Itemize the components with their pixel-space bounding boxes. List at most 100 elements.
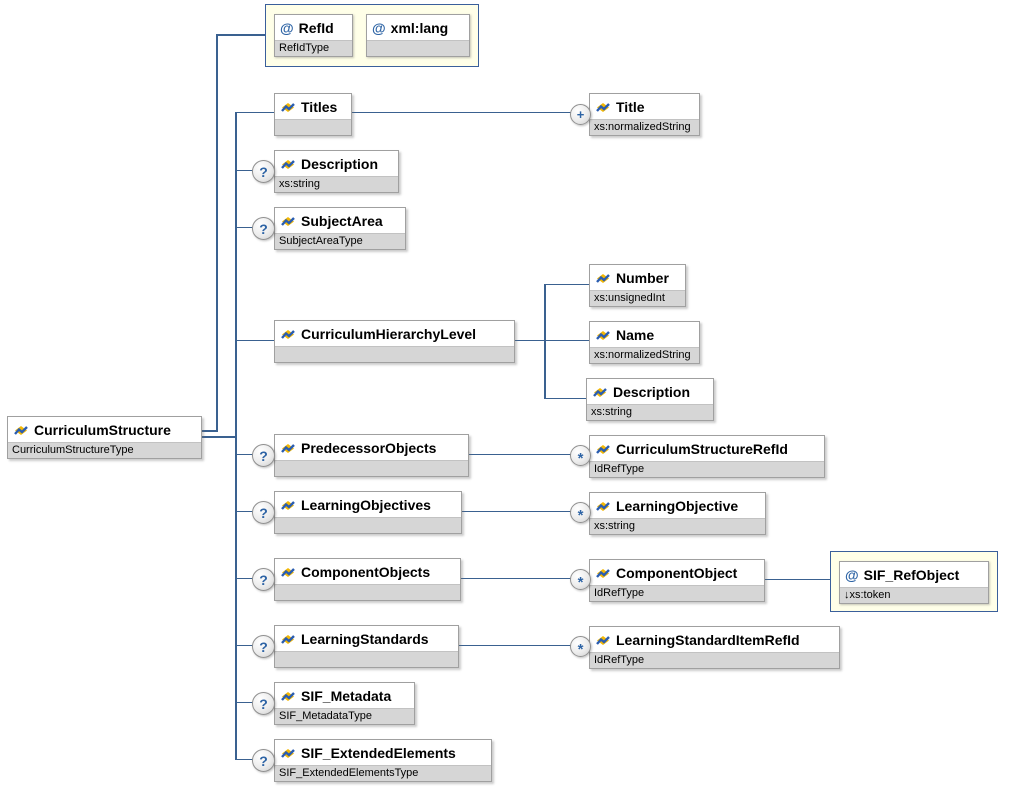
node-name[interactable]: Name xs:normalizedString: [589, 321, 700, 364]
element-icon: [280, 690, 296, 702]
node-type: xs:unsignedInt: [590, 290, 685, 306]
node-curriculumstructurerefid[interactable]: CurriculumStructureRefId IdRefType: [589, 435, 825, 478]
node-label: xml:lang: [390, 19, 449, 36]
connector: [513, 340, 545, 341]
element-icon: [280, 442, 296, 454]
connector: [457, 645, 571, 646]
connector: [460, 511, 571, 512]
element-icon: [595, 101, 611, 113]
node-titles[interactable]: Titles: [274, 93, 352, 136]
optional-indicator-predecessorobjects: ?: [252, 444, 275, 467]
connector: [237, 702, 253, 703]
node-type: xs:normalizedString: [590, 347, 699, 363]
node-label: SIF_Metadata: [301, 687, 392, 704]
node-type: SubjectAreaType: [275, 233, 405, 249]
repeat-indicator-learningobjective: *: [570, 502, 591, 524]
node-hierarchy-description[interactable]: Description xs:string: [586, 378, 714, 421]
connector: [546, 284, 589, 285]
node-curriculumhierarchylevel[interactable]: CurriculumHierarchyLevel: [274, 320, 515, 363]
attribute-icon: @: [845, 566, 859, 583]
node-label: RefId: [298, 19, 334, 36]
node-number[interactable]: Number xs:unsignedInt: [589, 264, 686, 307]
optional-indicator-sifextendedelements: ?: [252, 749, 275, 772]
connector: [237, 340, 275, 341]
connector: [546, 340, 589, 341]
element-icon: [280, 101, 296, 113]
node-description[interactable]: Description xs:string: [274, 150, 399, 193]
node-label: Description: [301, 155, 379, 172]
node-label: Name: [616, 326, 655, 343]
element-icon: [280, 328, 296, 340]
connector: [350, 112, 571, 113]
node-type: xs:string: [587, 404, 713, 420]
element-icon: [13, 424, 29, 436]
node-sifextendedelements[interactable]: SIF_ExtendedElements SIF_ExtendedElement…: [274, 739, 492, 782]
node-label: SIF_ExtendedElements: [301, 744, 456, 761]
element-icon: [595, 272, 611, 284]
connector: [200, 430, 218, 432]
node-type: IdRefType: [590, 585, 764, 601]
optional-indicator-learningstandards: ?: [252, 635, 275, 658]
node-predecessorobjects[interactable]: PredecessorObjects: [274, 434, 469, 477]
connector: [237, 578, 253, 579]
connector: [216, 34, 266, 36]
node-label: CurriculumStructureRefId: [616, 440, 788, 457]
node-type: [275, 584, 460, 600]
connector: [544, 284, 546, 399]
node-subjectarea[interactable]: SubjectArea SubjectAreaType: [274, 207, 406, 250]
node-learningstandards[interactable]: LearningStandards: [274, 625, 459, 668]
node-type: [275, 346, 514, 362]
node-componentobjects[interactable]: ComponentObjects: [274, 558, 461, 601]
node-sifmetadata[interactable]: SIF_Metadata SIF_MetadataType: [274, 682, 415, 725]
node-label: ComponentObject: [616, 564, 738, 581]
node-label: Number: [616, 269, 669, 286]
node-type: CurriculumStructureType: [8, 442, 201, 458]
connector: [763, 579, 830, 580]
connector: [237, 454, 253, 455]
expand-indicator-title[interactable]: +: [570, 104, 591, 125]
node-type: [367, 40, 469, 56]
element-icon: [595, 567, 611, 579]
node-type: IdRefType: [590, 652, 839, 668]
repeat-indicator-componentobject: *: [570, 569, 591, 591]
node-type: [275, 517, 461, 533]
node-learningobjectives[interactable]: LearningObjectives: [274, 491, 462, 534]
node-label: ComponentObjects: [301, 563, 431, 580]
node-refid-attribute[interactable]: @ RefId RefIdType: [274, 14, 353, 57]
node-label: SubjectArea: [301, 212, 383, 229]
sif-refobject-attribute-container: @ SIF_RefObject ↓xs:token: [830, 551, 998, 612]
element-icon: [595, 634, 611, 646]
connector: [237, 227, 253, 228]
element-icon: [280, 499, 296, 511]
optional-indicator-subjectarea: ?: [252, 217, 275, 240]
connector: [467, 454, 571, 455]
node-learningobjective[interactable]: LearningObjective xs:string: [589, 492, 766, 535]
node-label: CurriculumStructure: [34, 421, 171, 438]
element-icon: [280, 158, 296, 170]
node-label: LearningStandards: [301, 630, 429, 647]
node-sif-refobject-attribute[interactable]: @ SIF_RefObject ↓xs:token: [839, 561, 989, 604]
connector: [237, 112, 275, 113]
element-icon: [595, 500, 611, 512]
node-label: LearningStandardItemRefId: [616, 631, 800, 648]
node-type: RefIdType: [275, 40, 352, 56]
node-xmllang-attribute[interactable]: @ xml:lang: [366, 14, 470, 57]
connector: [459, 578, 571, 579]
optional-indicator-componentobjects: ?: [252, 568, 275, 591]
node-componentobject[interactable]: ComponentObject IdRefType: [589, 559, 765, 602]
node-type: [275, 460, 468, 476]
node-label: Title: [616, 98, 645, 115]
node-learningstandarditemrefid[interactable]: LearningStandardItemRefId IdRefType: [589, 626, 840, 669]
node-type: SIF_ExtendedElementsType: [275, 765, 491, 781]
element-icon: [280, 215, 296, 227]
node-curriculumstructure[interactable]: CurriculumStructure CurriculumStructureT…: [7, 416, 202, 459]
node-label: SIF_RefObject: [863, 566, 960, 583]
node-type: IdRefType: [590, 461, 824, 477]
connector: [237, 170, 253, 171]
element-icon: [280, 566, 296, 578]
node-title[interactable]: Title xs:normalizedString: [589, 93, 700, 136]
node-type: [275, 119, 351, 135]
element-icon: [595, 329, 611, 341]
attribute-icon: @: [372, 19, 386, 36]
element-icon: [280, 747, 296, 759]
